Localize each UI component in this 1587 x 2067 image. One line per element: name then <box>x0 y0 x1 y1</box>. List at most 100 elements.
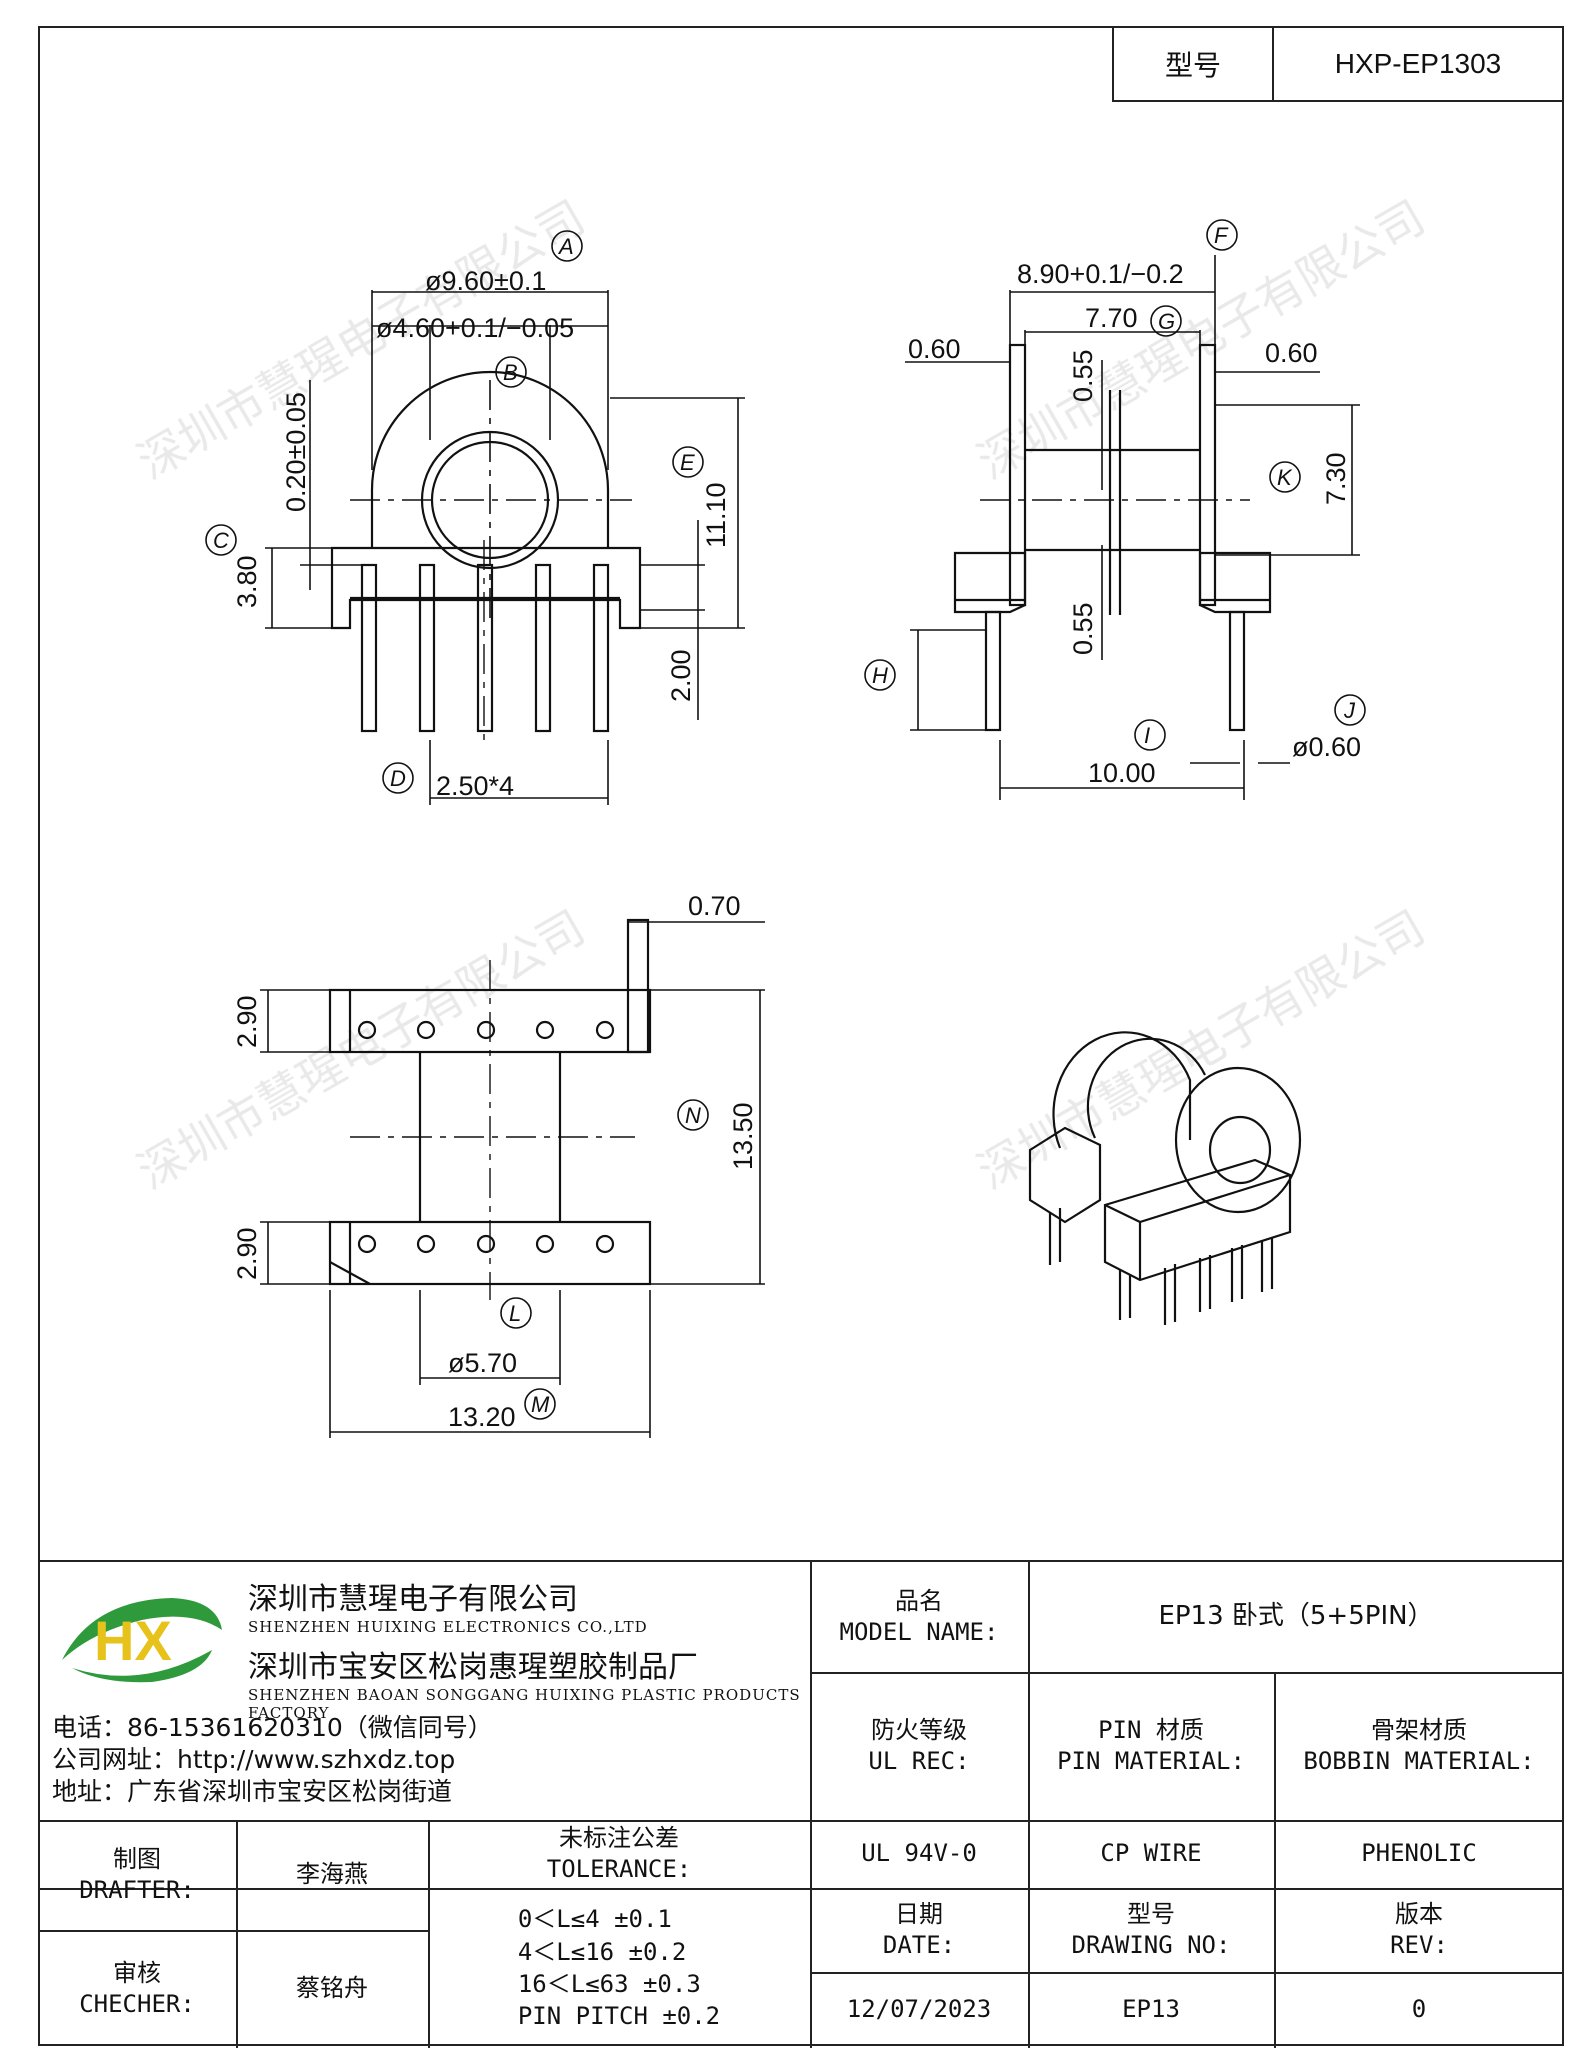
dim-I: 10.00 <box>1088 758 1156 788</box>
circle-markers: A B C D E F G H I J K L M N <box>205 219 1366 1420</box>
side-dim-text: 8.90+0.1/−0.2 7.70 0.60 0.60 0.55 0.55 7… <box>908 259 1361 788</box>
dim-D: 2.50*4 <box>436 771 514 801</box>
company-en-1: SHENZHEN HUIXING ELECTRONICS CO.,LTD <box>248 1618 648 1636</box>
side-pin-right <box>1228 610 1246 732</box>
ul-rec-cn: 防火等级 <box>871 1715 967 1744</box>
company-cn-2: 深圳市宝安区松岗惠瑆塑胶制品厂 <box>248 1650 698 1685</box>
dim-low055: 0.55 <box>1068 602 1098 655</box>
marker-K-label: K <box>1277 465 1293 490</box>
tolerance-line-4: PIN PITCH ±0.2 <box>517 2002 721 2031</box>
dim-M: 13.20 <box>448 1402 516 1432</box>
marker-J: J <box>1334 694 1366 726</box>
rev-en: REV: <box>1390 1931 1448 1959</box>
ul-rec-en: UL REC: <box>868 1747 970 1775</box>
marker-F-label: F <box>1214 223 1229 248</box>
drafter-label: 制图 DRAFTER: <box>38 1820 236 1930</box>
front-view <box>330 370 642 740</box>
logo-text: HX <box>94 1609 172 1672</box>
model-name-cn: 品名 <box>895 1586 943 1615</box>
checker-label: 审核 CHECHER: <box>38 1930 236 2048</box>
marker-N-label: N <box>685 1103 701 1128</box>
company-cn-1: 深圳市慧瑆电子有限公司 <box>248 1582 578 1617</box>
rev-value: 0 <box>1411 1995 1427 2024</box>
marker-N: N <box>677 1099 709 1131</box>
model-name-en: MODEL NAME: <box>839 1618 999 1646</box>
front-flange-arc <box>370 370 610 548</box>
date-en: DATE: <box>882 1931 956 1959</box>
side-flange-left <box>1008 343 1027 607</box>
ul-rec-label: 防火等级 UL REC: <box>810 1672 1028 1820</box>
tolerance-line-3: 16＜L≤63 ±0.3 <box>517 1970 701 1998</box>
dim-top290: 2.90 <box>232 995 262 1048</box>
dim-K: 7.30 <box>1321 452 1351 505</box>
marker-D-label: D <box>390 766 406 791</box>
front-dim-text: ø9.60±0.1 ø4.60+0.1/−0.05 0.20±0.05 3.80… <box>232 266 731 801</box>
tolerance-line-2: 4＜L≤16 ±0.2 <box>517 1937 687 1966</box>
marker-K: K <box>1269 461 1301 493</box>
drafter-cn: 制图 <box>113 1844 161 1873</box>
dim-J: ø0.60 <box>1292 732 1361 762</box>
drawing-no-value: EP13 <box>1122 1995 1180 2024</box>
marker-L-label: L <box>509 1301 521 1326</box>
ul-rec-value: UL 94V-0 <box>861 1839 977 1868</box>
bobbin-material-label: 骨架材质 BOBBIN MATERIAL: <box>1274 1672 1564 1820</box>
front-base <box>330 546 642 630</box>
dim-C-top: 0.20±0.05 <box>281 392 311 512</box>
top-pins-upper <box>357 1020 615 1040</box>
drafter-en: DRAFTER: <box>79 1876 195 1904</box>
company-en-2: SHENZHEN BAOAN SONGGANG HUIXING PLASTIC … <box>248 1686 801 1722</box>
marker-B-label: B <box>503 360 518 385</box>
date-cn: 日期 <box>895 1899 943 1928</box>
marker-B: B <box>495 356 527 388</box>
dim-right060: 0.60 <box>1265 338 1318 368</box>
top-view <box>328 918 652 1300</box>
pin-material-label: PIN 材质 PIN MATERIAL: <box>1028 1672 1274 1820</box>
tolerance-table: 0＜L≤4 ±0.1 4＜L≤16 ±0.2 16＜L≤63 ±0.3 PIN … <box>428 1888 810 2048</box>
marker-I-label: I <box>1144 723 1150 748</box>
dim-C: 3.80 <box>232 555 262 608</box>
rev-label: 版本 REV: <box>1274 1888 1564 1972</box>
dim-F: 8.90+0.1/−0.2 <box>1017 259 1184 289</box>
marker-J-label: J <box>1343 698 1356 723</box>
front-pins <box>360 563 610 733</box>
side-flange-right <box>1198 343 1217 607</box>
marker-G-label: G <box>1158 309 1175 334</box>
marker-A-label: A <box>557 234 574 259</box>
side-dimensions <box>905 255 1360 800</box>
drawing-no-label: 型号 DRAWING NO: <box>1028 1888 1274 1972</box>
front-dimensions <box>265 290 745 805</box>
watermark-group: 深圳市慧瑆电子有限公司 深圳市慧瑆电子有限公司 深圳市慧瑆电子有限公司 深圳市慧… <box>129 190 1434 1200</box>
checker-cn: 审核 <box>113 1958 161 1987</box>
dim-left060: 0.60 <box>908 334 961 364</box>
company-info: HX 深圳市慧瑆电子有限公司 SHENZHEN HUIXING ELECTRON… <box>52 1570 842 1830</box>
company-logo: HX <box>62 1598 222 1683</box>
tolerance-cn: 未标注公差 <box>559 1823 679 1852</box>
marker-H-label: H <box>872 663 888 688</box>
marker-C: C <box>205 524 237 556</box>
dim-N: 13.50 <box>728 1102 758 1170</box>
rev-cn: 版本 <box>1395 1899 1443 1928</box>
bobbin-material-cn: 骨架材质 <box>1371 1715 1467 1744</box>
date-label: 日期 DATE: <box>810 1888 1028 1972</box>
marker-C-label: C <box>213 528 229 553</box>
dim-E-low: 2.00 <box>666 649 696 702</box>
model-value: HXP-EP1303 <box>1334 48 1502 79</box>
watermark-3: 深圳市慧瑆电子有限公司 <box>129 900 594 1200</box>
marker-H: H <box>864 659 896 691</box>
dim-B: ø4.60+0.1/−0.05 <box>376 313 574 343</box>
drawing-no-cn: 型号 <box>1127 1899 1175 1928</box>
marker-F: F <box>1206 219 1238 251</box>
model-name-label: 品名 MODEL NAME: <box>810 1562 1028 1672</box>
iso-pins <box>1163 1237 1274 1325</box>
side-base-left <box>953 551 1027 614</box>
website: 公司网址：http://www.szhxdz.top <box>52 1745 456 1774</box>
marker-A: A <box>551 230 583 262</box>
top-pins-lower <box>357 1234 615 1254</box>
drafter-value: 李海燕 <box>296 1860 368 1889</box>
model-number-box: 型号 HXP-EP1303 <box>1112 26 1564 102</box>
bobbin-material-value: PHENOLIC <box>1361 1839 1477 1868</box>
drawing-frame <box>38 26 1564 2046</box>
bobbin-material-en: BOBBIN MATERIAL: <box>1303 1747 1535 1775</box>
top-dimensions <box>260 921 765 1438</box>
dim-bot290: 2.90 <box>232 1227 262 1280</box>
